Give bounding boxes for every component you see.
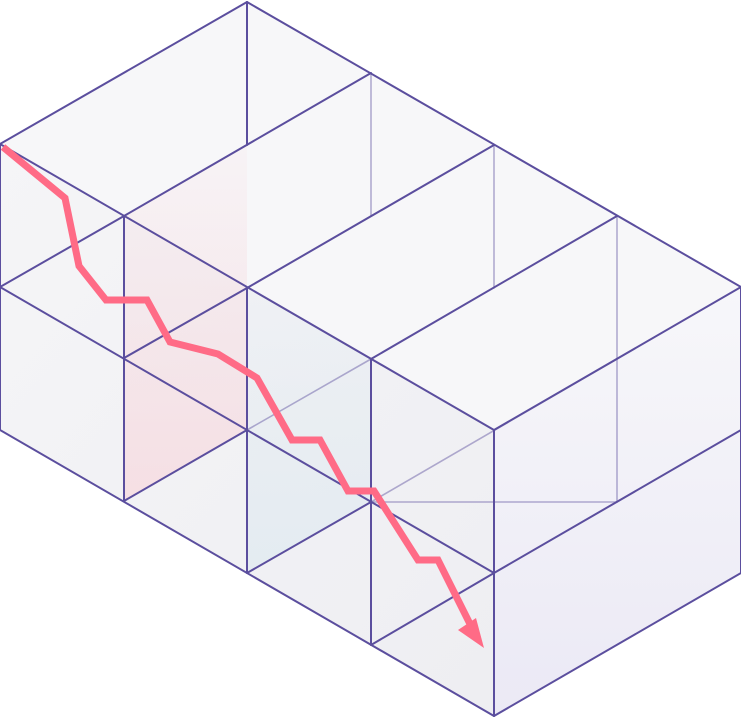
arrow-head-icon bbox=[458, 618, 484, 648]
box-edge bbox=[493, 286, 741, 431]
box-edge bbox=[0, 215, 125, 288]
box-edge bbox=[370, 215, 618, 360]
box-edge bbox=[246, 144, 495, 289]
box-edge bbox=[493, 572, 741, 717]
box-edge bbox=[0, 1, 248, 145]
box-edge bbox=[370, 572, 495, 646]
box-edge bbox=[246, 501, 372, 574]
highlight-panel-blue bbox=[247, 288, 371, 573]
hidden-edge bbox=[246, 358, 372, 431]
trend-line bbox=[0, 144, 474, 626]
trend-arrow bbox=[0, 144, 484, 648]
box-edge bbox=[493, 429, 741, 574]
box-edge bbox=[123, 287, 248, 359]
box-edge bbox=[123, 429, 248, 502]
